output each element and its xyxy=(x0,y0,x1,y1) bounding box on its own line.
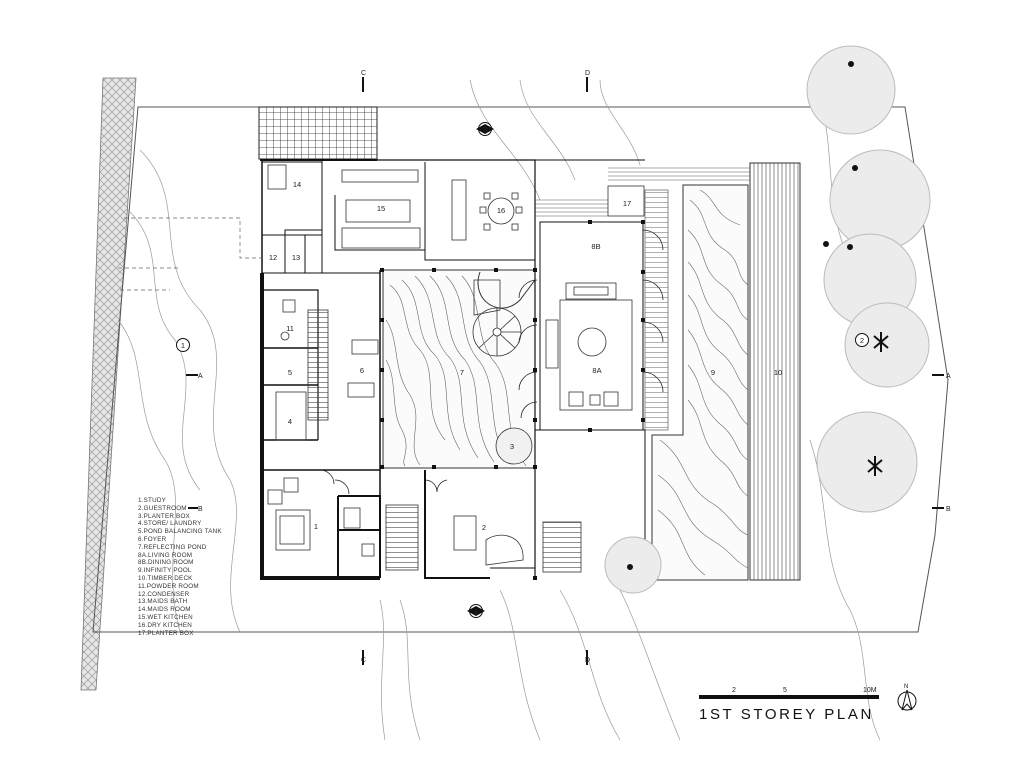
sculptures xyxy=(867,332,889,476)
site-marker-2: 2 xyxy=(860,336,864,345)
room-label-8b: 8B xyxy=(591,242,600,251)
legend-item: 17.PLANTER BOX xyxy=(138,629,194,637)
site-marker-1: 1 xyxy=(181,341,185,350)
legend-item: 2.GUESTROOM xyxy=(138,504,187,512)
legend-item: 11.POWDER ROOM xyxy=(138,582,199,590)
boundary-wall xyxy=(80,77,137,691)
room-label-5: 5 xyxy=(288,368,292,377)
legend-item: 14.MAIDS ROOM xyxy=(138,606,191,614)
section-label-c-top: C xyxy=(361,70,366,77)
stairs xyxy=(307,189,669,573)
section-label-d-top: D xyxy=(585,70,590,77)
room-label-11: 11 xyxy=(286,324,294,333)
room-label-7: 7 xyxy=(460,368,464,377)
legend-item: 8B.DINING ROOM xyxy=(138,559,194,567)
legend-item: 7.REFLECTING POND xyxy=(138,543,207,551)
scale-tick-2: 2 xyxy=(732,687,736,694)
dashed-lines xyxy=(118,217,262,291)
legend-item: 1.STUDY xyxy=(138,497,166,504)
legend-item: 15.WET KITCHEN xyxy=(138,613,193,621)
planter-circle xyxy=(495,427,533,465)
timber-deck-top xyxy=(535,167,750,217)
room-label-1: 1 xyxy=(314,522,318,531)
room-label-9: 9 xyxy=(711,368,715,377)
legend-item: 12.CONDENSER xyxy=(138,590,190,598)
section-label-b-left: B xyxy=(198,506,203,513)
room-label-8a: 8A xyxy=(592,366,601,375)
site-boundary xyxy=(92,106,949,633)
legend-item: 13.MAIDS BATH xyxy=(138,598,188,606)
room-label-4: 4 xyxy=(288,417,292,426)
spiral-stair xyxy=(472,279,522,357)
room-label-17: 17 xyxy=(623,199,631,208)
room-label-13: 13 xyxy=(292,253,300,262)
legend-item: 4.STORE/ LAUNDRY xyxy=(138,520,202,528)
scale-tick-10: 10M xyxy=(863,687,877,694)
legend-item: 3.PLANTER BOX xyxy=(138,512,190,520)
legend-item: 9.INFINITY POOL xyxy=(138,567,192,575)
site-marker-arrows xyxy=(467,124,494,616)
room-label-10: 10 xyxy=(774,368,782,377)
trees xyxy=(604,45,931,594)
site-marker-4: 4 xyxy=(474,607,478,616)
section-label-b-right: B xyxy=(946,506,951,513)
columns xyxy=(380,220,645,580)
section-label-c-bottom: C xyxy=(361,657,366,664)
legend-item: 5.POND BALANCING TANK xyxy=(138,528,222,536)
room-label-16: 16 xyxy=(497,206,505,215)
legend-item: 8A.LIVING ROOM xyxy=(138,551,193,559)
section-cut-marks xyxy=(186,77,944,665)
legend-item: 6.FOYER xyxy=(138,535,167,543)
room-label-12: 12 xyxy=(269,253,277,262)
legend-item: 16.DRY KITCHEN xyxy=(138,621,193,629)
site-marker-3: 3 xyxy=(483,125,487,134)
furniture xyxy=(267,164,645,566)
timber-deck xyxy=(749,162,801,581)
room-label-6: 6 xyxy=(360,366,364,375)
room-label-14: 14 xyxy=(293,180,301,189)
infinity-pool xyxy=(651,184,749,581)
scale-tick-5: 5 xyxy=(783,687,787,694)
north-label: N xyxy=(904,684,908,690)
scale-bar: 2 5 10M xyxy=(699,687,879,699)
plan-title: 1ST STOREY PLAN xyxy=(699,706,874,723)
house-walls xyxy=(260,159,646,580)
section-label-a-left: A xyxy=(198,373,203,380)
section-label-a-right: A xyxy=(946,373,951,380)
planter-grid xyxy=(258,106,378,160)
legend-item: 10.TIMBER DECK xyxy=(138,574,193,582)
north-arrow-icon: N xyxy=(897,684,917,711)
room-label-3: 3 xyxy=(510,442,514,451)
section-label-d-bottom: D xyxy=(585,657,590,664)
room-label-2: 2 xyxy=(482,523,486,532)
room-label-15: 15 xyxy=(377,204,385,213)
tree-centers xyxy=(627,61,858,570)
